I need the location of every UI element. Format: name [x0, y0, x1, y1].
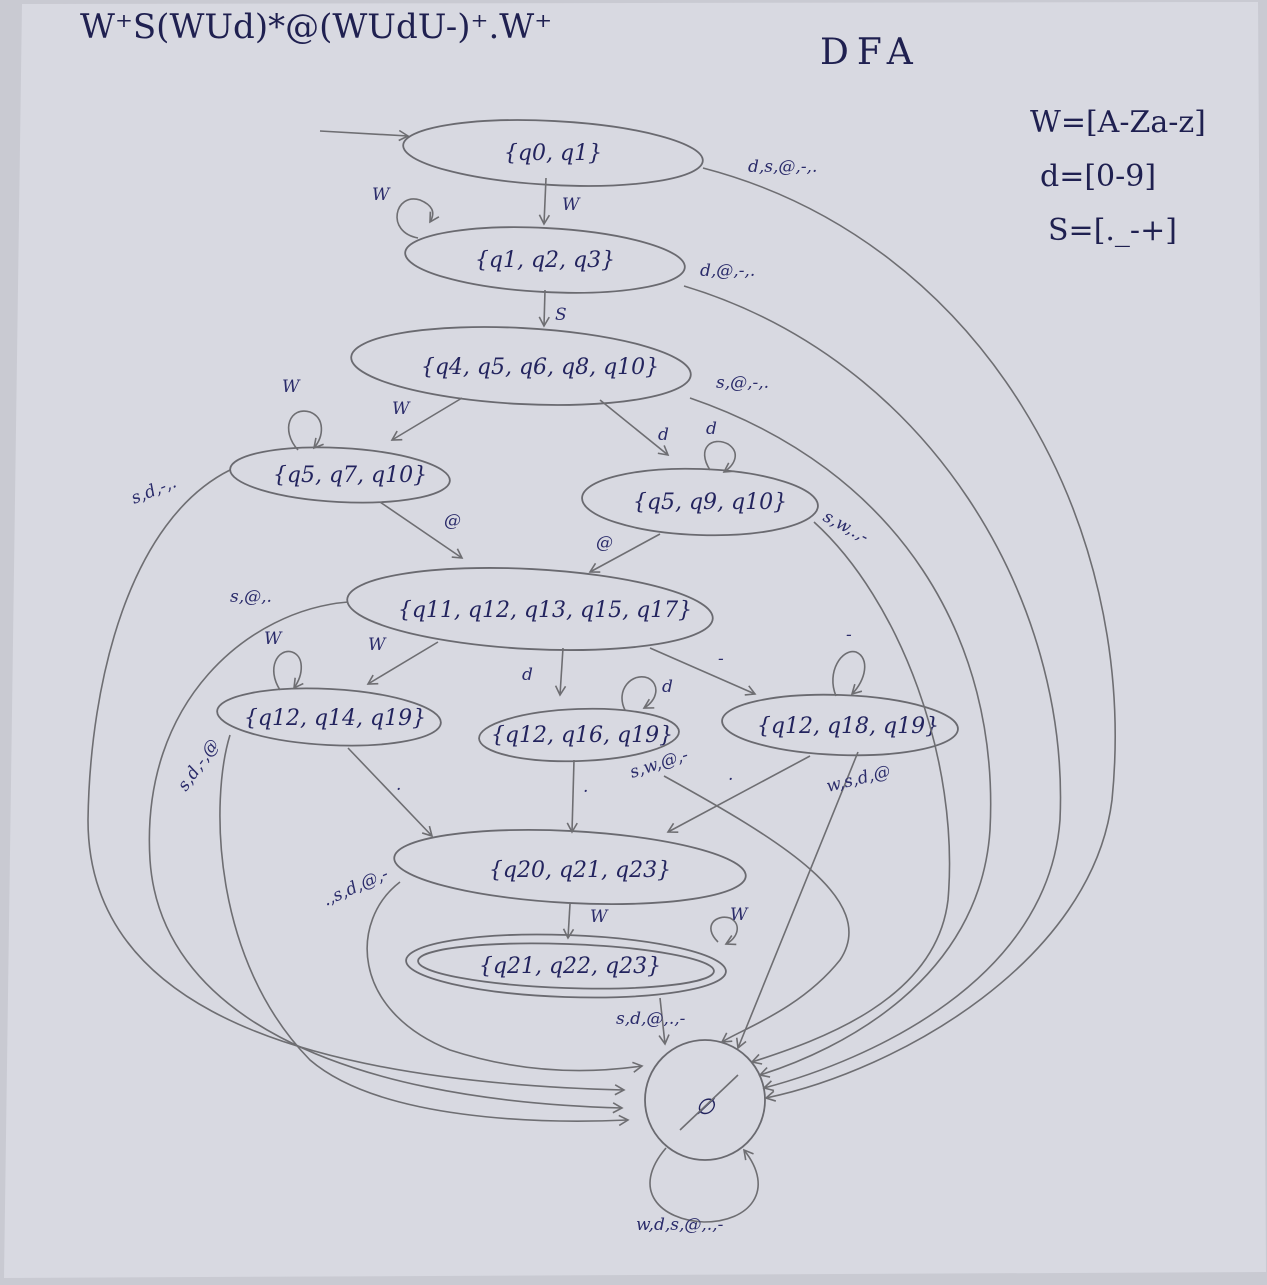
state-s8-label: {q12, q18, q19}	[757, 714, 939, 739]
edge-s2-s3	[390, 397, 463, 441]
edge-s7-s9	[566, 759, 578, 834]
edge-s9-dead	[366, 881, 644, 1073]
edge-s0-s1	[538, 177, 551, 226]
state-s2: {q4, q5, q6, q8, q10}	[350, 326, 692, 406]
edge-s5-dead	[148, 601, 624, 1114]
edge-s1-s2	[538, 289, 550, 328]
loop-s8-label: -	[846, 625, 852, 645]
state-s5-label: {q11, q12, q13, q15, q17}	[398, 598, 692, 623]
state-s6-label: {q12, q14, q19}	[244, 706, 426, 731]
state-s5: {q11, q12, q13, q15, q17}	[346, 567, 714, 651]
edge-s8-dead	[735, 751, 859, 1050]
edge-s7-s9-label: .	[583, 777, 588, 797]
edge-s1-dead-label: d,@,-,.	[700, 261, 755, 281]
legend-w-definition: W=[A-Za-z]	[1030, 105, 1206, 140]
edge-s5-s7-label: d	[522, 665, 533, 685]
state-s4-label: {q5, q9, q10}	[633, 490, 787, 515]
edge-s6-s9	[347, 747, 434, 838]
state-s0: {q0, q1}	[402, 119, 704, 187]
state-s3-label: {q5, q7, q10}	[273, 463, 427, 488]
state-s9: {q20, q21, q23}	[393, 828, 747, 906]
loop-s3	[287, 410, 324, 451]
loop-s4	[703, 440, 736, 473]
state-s6: {q12, q14, q19}	[216, 687, 442, 747]
edge-s9-s10	[562, 903, 575, 940]
state-s1-label: {q1, q2, q3}	[475, 248, 615, 273]
edge-s5-s8-label: -	[718, 649, 724, 669]
edge-s2-dead	[689, 397, 992, 1078]
loop-s6	[273, 650, 304, 691]
loop-dead-label: w,d,s,@,.,-	[636, 1215, 724, 1235]
edge-s5-s6	[366, 641, 439, 685]
edge-s4-s5	[588, 533, 661, 573]
loop-s8	[832, 650, 866, 697]
loop-s10-label: W	[730, 905, 749, 925]
legend-d-definition: d=[0-9]	[1040, 159, 1156, 194]
edge-s8-s9	[666, 755, 811, 833]
state-s8: {q12, q18, q19}	[721, 693, 959, 757]
edge-s1-s2-label: S	[555, 305, 567, 325]
loop-s1	[396, 198, 440, 239]
edge-s5-s7	[554, 647, 567, 697]
start-arrow	[319, 129, 410, 142]
edge-s8-s9-label: .	[728, 765, 733, 785]
loop-s3-label: W	[282, 377, 301, 397]
loop-s7-label: d	[662, 677, 673, 697]
paper-sheet	[4, 2, 1266, 1278]
state-s10-label: {q21, q22, q23}	[479, 954, 661, 979]
state-s9-label: {q20, q21, q23}	[489, 858, 671, 883]
state-s7: {q12, q16, q19}	[478, 707, 680, 763]
edge-s0-dead-label: d,s,@,-,.	[748, 157, 817, 177]
edge-s6-s9-label: .	[396, 775, 401, 795]
edge-s0-dead	[702, 167, 1116, 1102]
edge-s5-s6-label: W	[368, 635, 387, 655]
edge-s7-dead	[663, 775, 850, 1043]
loop-s7	[621, 676, 657, 711]
edge-s2-s3-label: W	[392, 399, 411, 419]
edge-s3-s5-label: @	[444, 511, 461, 531]
legend-s-definition: S=[._-+]	[1048, 213, 1177, 248]
edge-s5-dead-label: s,@,.	[230, 587, 272, 607]
edge-s4-s5-label: @	[596, 533, 613, 553]
edge-s10-dead	[658, 997, 670, 1046]
state-s3: {q5, q7, q10}	[229, 446, 451, 504]
loop-dead	[649, 1147, 759, 1223]
edge-s2-dead-label: s,@,-,.	[716, 373, 769, 393]
loop-s1-label: W	[372, 185, 391, 205]
edge-s2-s4-label: d	[658, 425, 669, 445]
edge-s10-dead-label: s,d,@,.,-	[616, 1009, 686, 1029]
edge-s5-s8	[649, 647, 757, 696]
edge-s2-s4	[599, 399, 670, 457]
edge-s6-dead	[219, 734, 630, 1127]
state-s0-label: {q0, q1}	[504, 141, 602, 166]
edge-s3-dead	[87, 469, 626, 1096]
state-s4: {q5, q9, q10}	[581, 467, 819, 537]
state-s7-label: {q12, q16, q19}	[491, 723, 673, 748]
edge-s0-s1-label: W	[562, 195, 581, 215]
state-s2-label: {q4, q5, q6, q8, q10}	[421, 355, 659, 380]
edge-s9-s10-label: W	[590, 907, 609, 927]
edge-s4-dead	[750, 521, 951, 1065]
loop-s10	[710, 916, 738, 946]
edge-s4-loop-label: d	[706, 419, 717, 439]
regex-heading: W⁺S(WUd)*@(WUdU-)⁺.W⁺	[80, 7, 552, 47]
state-s1: {q1, q2, q3}	[404, 226, 686, 294]
diagram-title: DFA	[820, 32, 921, 73]
edge-s3-s5	[379, 501, 464, 559]
edge-s1-dead	[683, 285, 1062, 1092]
loop-s6-label: W	[264, 629, 283, 649]
